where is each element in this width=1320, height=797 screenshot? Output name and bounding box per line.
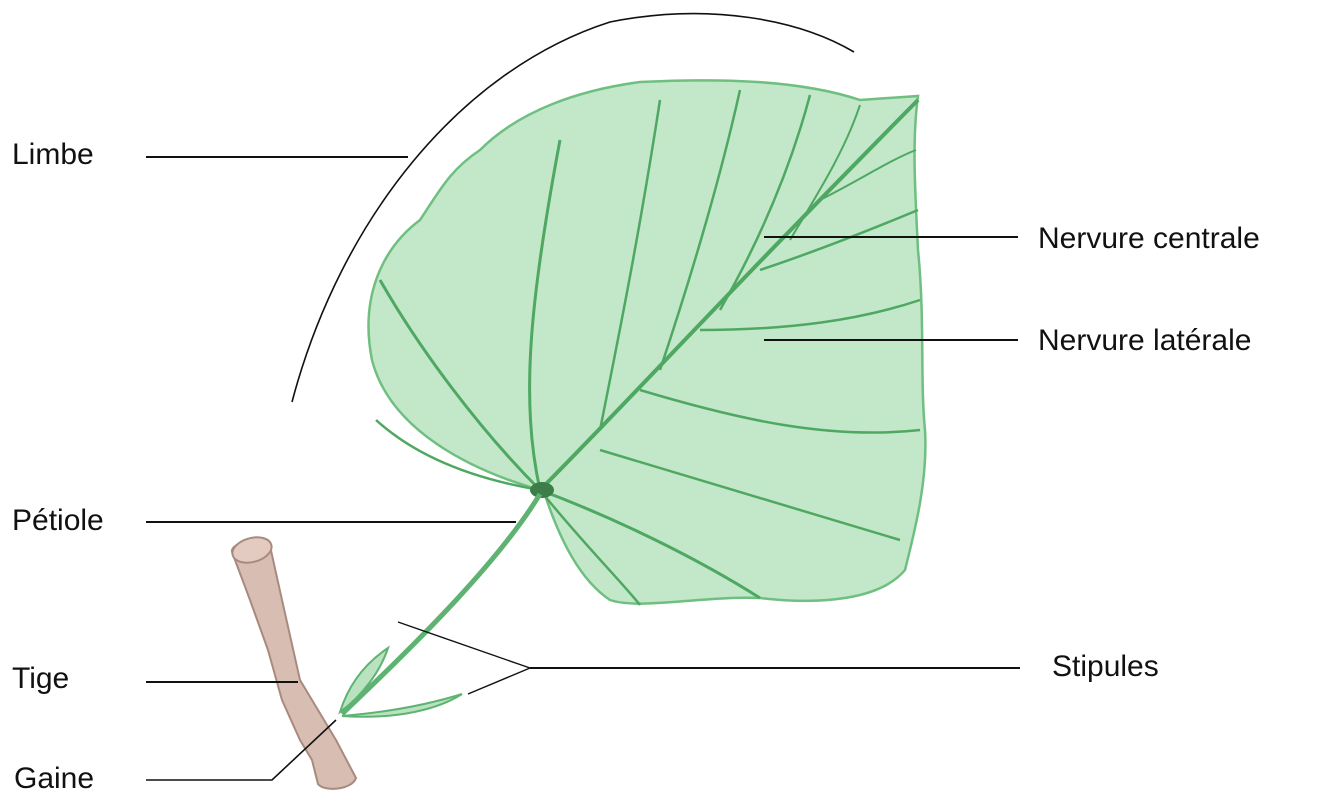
stem-illustration [230, 533, 356, 789]
stipules-branch-upper [398, 622, 530, 668]
label-limbe: Limbe [12, 140, 94, 170]
label-nervure-laterale: Nervure latérale [1038, 326, 1251, 356]
stipules-branch-lower [468, 668, 530, 694]
label-petiole: Pétiole [12, 506, 104, 536]
label-tige: Tige [12, 664, 69, 694]
label-stipules: Stipules [1052, 652, 1159, 682]
leaf-illustration [340, 80, 925, 716]
label-nervure-centrale: Nervure centrale [1038, 224, 1260, 254]
label-gaine: Gaine [14, 764, 94, 794]
